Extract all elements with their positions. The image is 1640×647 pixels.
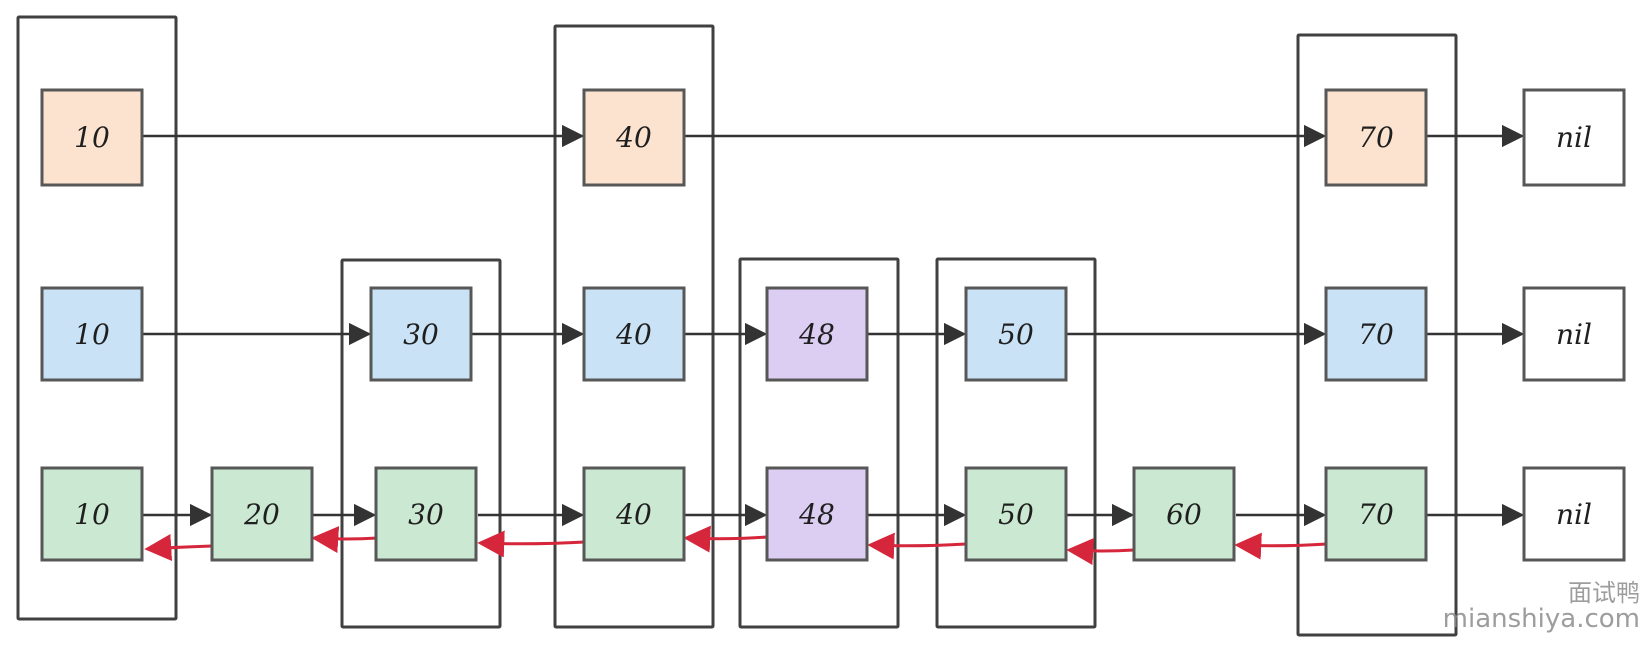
node-l2-10: 10: [40, 286, 144, 382]
backward-link: [144, 534, 213, 562]
node-l1-10: 10: [40, 466, 144, 562]
node-value: 48: [798, 318, 835, 351]
node-value: 10: [74, 121, 110, 154]
node-value: 48: [798, 498, 835, 531]
node-l1-20: 20: [210, 466, 314, 562]
tower-48: [738, 257, 900, 629]
backward-link: [477, 530, 586, 558]
node-l1-50: 50: [964, 466, 1068, 562]
node-l1-70: 70: [1324, 466, 1428, 562]
node-l2-70: 70: [1324, 286, 1428, 382]
node-value: 50: [998, 318, 1034, 351]
node-value: 70: [1358, 318, 1394, 351]
level-3-nodes: 10 40 70 nil: [40, 88, 1626, 187]
node-l3-10: 10: [40, 88, 144, 187]
node-l2-40: 40: [582, 286, 686, 382]
node-value: nil: [1556, 318, 1592, 351]
level-2-nodes: 10 30 40 48 50 70 nil: [40, 286, 1626, 382]
tower-10: [16, 15, 178, 621]
backward-link: [867, 532, 967, 560]
node-l1-60: 60: [1132, 466, 1236, 562]
node-l3-40: 40: [582, 88, 686, 187]
tower-40: [553, 24, 715, 629]
backward-link: [1066, 537, 1135, 565]
node-value: nil: [1556, 498, 1592, 531]
node-value: 10: [74, 498, 110, 531]
watermark-text-cn: 面试鸭: [1568, 579, 1640, 607]
tower-boxes: [16, 15, 1458, 637]
node-l1-48: 48: [765, 466, 869, 562]
node-l2-48: 48: [765, 286, 869, 382]
node-value: 30: [408, 498, 444, 531]
node-value: 70: [1358, 121, 1394, 154]
node-l1-40: 40: [582, 466, 686, 562]
node-l2-30: 30: [369, 286, 473, 382]
node-l1-30: 30: [374, 466, 478, 562]
backward-link: [311, 526, 379, 554]
tower-30: [340, 258, 502, 629]
node-value: 40: [615, 498, 652, 531]
node-value: 40: [615, 318, 652, 351]
watermark-text-url: mianshiya.com: [1442, 604, 1640, 634]
node-value: nil: [1556, 121, 1592, 154]
node-value: 40: [615, 121, 652, 154]
node-value: 30: [403, 318, 439, 351]
node-value: 70: [1358, 498, 1394, 531]
node-l3-70: 70: [1324, 88, 1428, 187]
node-l3-nil: nil: [1522, 88, 1626, 187]
backward-link: [1234, 532, 1328, 560]
node-l2-50: 50: [964, 286, 1068, 382]
node-l1-nil: nil: [1522, 466, 1626, 562]
backward-link: [683, 525, 768, 553]
node-value: 60: [1166, 498, 1202, 531]
level-1-nodes: 10 20 30 40 48 50 60 70: [40, 466, 1626, 562]
node-value: 10: [74, 318, 110, 351]
tower-50: [935, 257, 1097, 629]
node-value: 50: [998, 498, 1034, 531]
backward-links: [144, 525, 1328, 565]
node-value: 20: [243, 498, 280, 531]
node-l2-nil: nil: [1522, 286, 1626, 382]
